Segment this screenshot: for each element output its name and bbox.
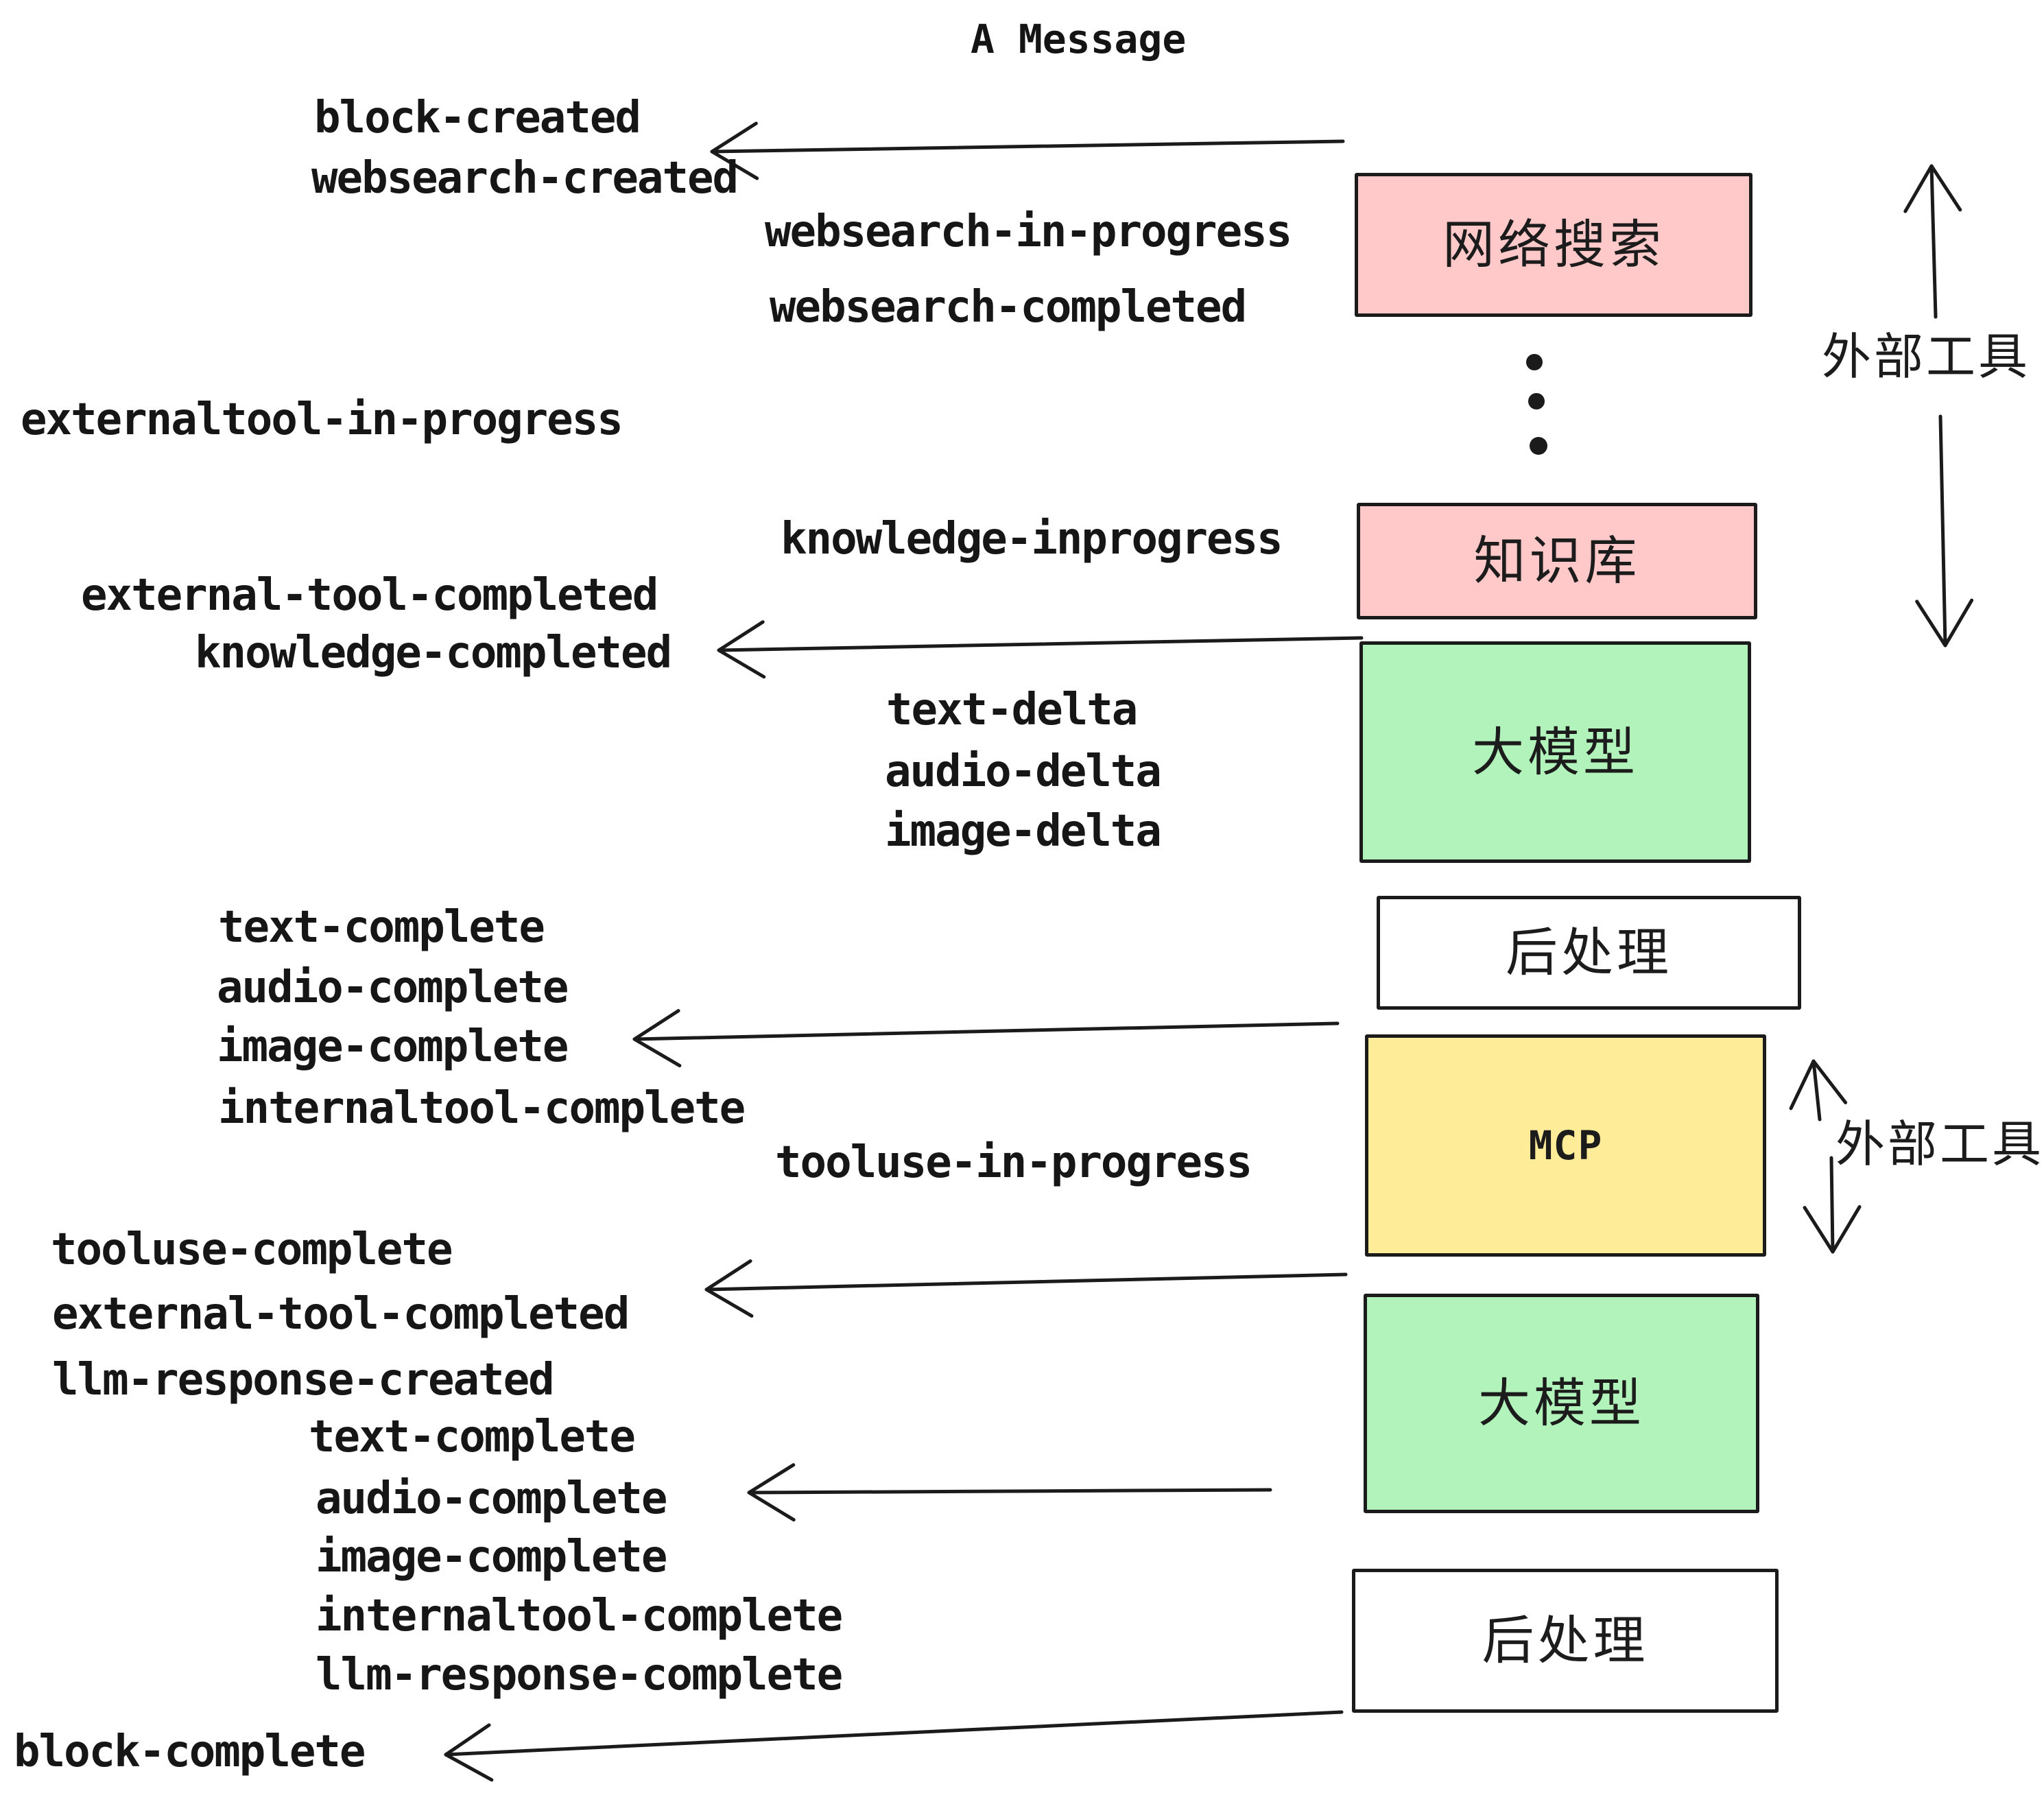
websearch-box-label: 网络搜索 bbox=[1442, 214, 1665, 275]
ellipsis-dot bbox=[1526, 354, 1543, 370]
event-audio-complete: audio-complete bbox=[217, 962, 569, 1013]
websearch-box: 网络搜索 bbox=[1355, 173, 1752, 317]
mcp-box-label: MCP bbox=[1528, 1122, 1603, 1169]
arrow-external-tools-up-2 bbox=[1789, 1059, 1848, 1121]
event-tooluse-in-progress: tooluse-in-progress bbox=[775, 1137, 1252, 1188]
external-tools-label-2: 外部工具 bbox=[1835, 1115, 2044, 1173]
llm-box-2: 大模型 bbox=[1364, 1294, 1759, 1513]
event-llm-response-complete: llm-response-complete bbox=[316, 1650, 843, 1700]
post-process-box-2-label: 后处理 bbox=[1482, 1610, 1649, 1671]
event-text-delta: text-delta bbox=[886, 685, 1138, 735]
event-external-tool-completed-2: external-tool-completed bbox=[52, 1289, 630, 1340]
event-image-delta: image-delta bbox=[885, 806, 1162, 857]
arrow-block-created bbox=[710, 121, 1345, 180]
event-audio-complete-2: audio-complete bbox=[316, 1473, 667, 1524]
knowledge-box-label: 知识库 bbox=[1473, 530, 1641, 591]
ellipsis-dot bbox=[1530, 437, 1547, 455]
event-block-complete: block-complete bbox=[14, 1726, 366, 1777]
external-tools-label-1: 外部工具 bbox=[1822, 328, 2031, 385]
event-audio-delta: audio-delta bbox=[885, 746, 1162, 797]
post-process-box-1-label: 后处理 bbox=[1506, 922, 1672, 983]
event-text-complete: text-complete bbox=[218, 902, 545, 953]
arrow-block-complete bbox=[444, 1710, 1344, 1782]
llm-box-1-label: 大模型 bbox=[1472, 721, 1639, 783]
event-text-complete-2: text-complete bbox=[309, 1412, 636, 1462]
post-process-box-2: 后处理 bbox=[1352, 1569, 1779, 1713]
event-image-complete-2: image-complete bbox=[316, 1532, 667, 1582]
diagram-title: A Message bbox=[971, 16, 1187, 62]
event-llm-response-created: llm-response-created bbox=[52, 1355, 555, 1405]
arrow-audio-complete bbox=[747, 1463, 1272, 1522]
arrow-image-complete bbox=[632, 1009, 1340, 1068]
event-block-created: block-created bbox=[314, 93, 641, 143]
event-knowledge-inprogress: knowledge-inprogress bbox=[781, 514, 1283, 565]
event-websearch-in-progress: websearch-in-progress bbox=[765, 206, 1292, 257]
event-external-tool-completed: external-tool-completed bbox=[81, 570, 658, 621]
llm-box-2-label: 大模型 bbox=[1478, 1373, 1645, 1434]
event-internaltool-complete-2: internaltool-complete bbox=[316, 1591, 843, 1641]
arrow-external-tools-down-2 bbox=[1803, 1156, 1862, 1254]
arrow-knowledge-completed bbox=[717, 620, 1364, 679]
ellipsis-dot bbox=[1528, 393, 1545, 410]
event-internaltool-complete: internaltool-complete bbox=[218, 1083, 746, 1134]
mcp-box: MCP bbox=[1365, 1034, 1766, 1257]
arrow-tooluse-complete bbox=[704, 1259, 1348, 1318]
event-tooluse-complete: tooluse-complete bbox=[51, 1224, 453, 1275]
event-websearch-created: websearch-created bbox=[311, 153, 739, 204]
event-knowledge-completed: knowledge-completed bbox=[195, 628, 672, 678]
post-process-box-1: 后处理 bbox=[1377, 896, 1801, 1010]
llm-box-1: 大模型 bbox=[1359, 641, 1751, 863]
event-image-complete: image-complete bbox=[217, 1021, 569, 1072]
arrow-external-tools-down-1 bbox=[1915, 414, 1974, 648]
knowledge-box: 知识库 bbox=[1357, 503, 1757, 619]
event-externaltool-in-progress: externaltool-in-progress bbox=[21, 394, 623, 445]
arrow-external-tools-up-1 bbox=[1903, 164, 1962, 319]
event-websearch-completed: websearch-completed bbox=[770, 282, 1247, 333]
